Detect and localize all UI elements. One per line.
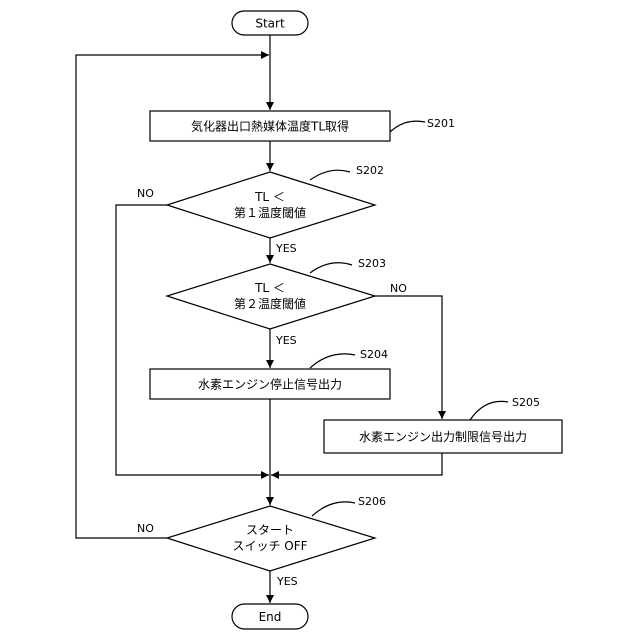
s206-line2: スイッチ OFF [232, 539, 307, 553]
s202-line1: TL ＜ [254, 190, 285, 204]
s206-no-label: NO [137, 522, 154, 535]
s205-step-label: S205 [512, 396, 540, 409]
s205-text: 水素エンジン出力制限信号出力 [359, 430, 527, 444]
decision-s206: スタート スイッチ OFF [167, 506, 375, 571]
s202-step-label: S202 [356, 164, 384, 177]
s202-line2: 第１温度閾値 [234, 205, 306, 220]
s206-leader [312, 502, 355, 516]
s201-text: 気化器出口熱媒体温度TL取得 [191, 119, 349, 134]
s203-yes-label: YES [275, 334, 297, 347]
process-s201: 気化器出口熱媒体温度TL取得 [150, 111, 390, 141]
decision-s202: TL ＜ 第１温度閾値 [167, 172, 375, 238]
s203-step-label: S203 [358, 257, 386, 270]
s203-line1: TL ＜ [254, 281, 285, 295]
s206-step-label: S206 [358, 495, 386, 508]
s203-no-label: NO [390, 282, 407, 295]
process-s205: 水素エンジン出力制限信号出力 [324, 420, 562, 453]
s202-leader [310, 170, 350, 180]
arrow-s205-merge [271, 453, 442, 475]
arrow-s202-no-path [116, 205, 269, 475]
s206-line1: スタート [246, 523, 294, 537]
s204-leader [310, 354, 355, 368]
end-node: End [232, 604, 308, 629]
start-label: Start [255, 17, 285, 31]
s204-text: 水素エンジン停止信号出力 [198, 377, 342, 392]
s204-step-label: S204 [360, 348, 388, 361]
s206-yes-label: YES [276, 575, 298, 588]
decision-s203: TL ＜ 第２温度閾値 [167, 264, 375, 329]
process-s204: 水素エンジン停止信号出力 [150, 369, 390, 399]
s201-leader [390, 121, 425, 132]
s205-leader [470, 401, 508, 420]
start-node: Start [232, 11, 308, 35]
s203-line2: 第２温度閾値 [234, 296, 306, 311]
end-label: End [259, 610, 282, 624]
s202-yes-label: YES [275, 242, 297, 255]
s203-leader [310, 263, 352, 273]
s201-step-label: S201 [427, 117, 455, 130]
s202-no-label: NO [137, 187, 154, 200]
